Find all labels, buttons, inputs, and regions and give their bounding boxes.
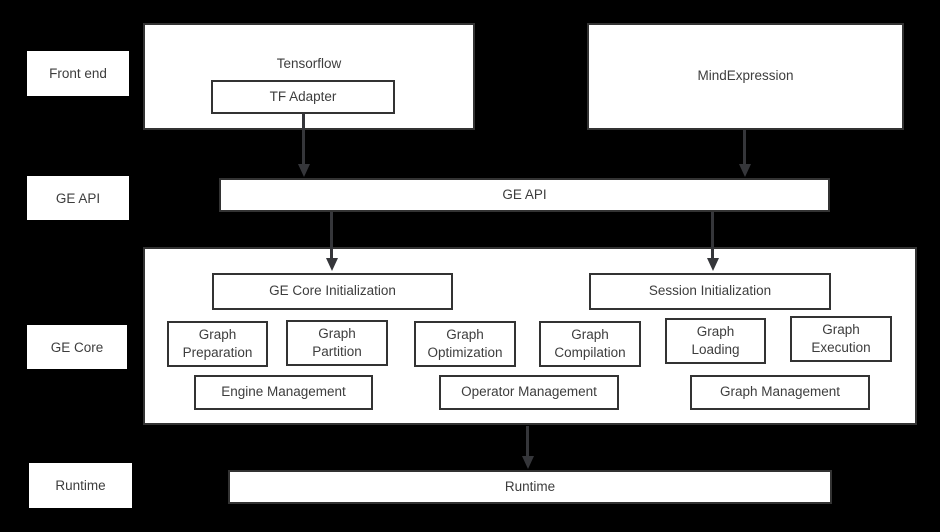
arrow-ge-api-to-session-initialization	[711, 212, 714, 258]
engine-management-box: Engine Management	[194, 375, 373, 410]
ge-core-initialization-box: GE Core Initialization	[212, 273, 453, 310]
graph-loading-box: Graph Loading	[665, 318, 766, 364]
graph-partition-box: Graph Partition	[286, 320, 388, 366]
tensorflow-label: Tensorflow	[276, 56, 342, 71]
runtime-bar: Runtime	[228, 470, 832, 504]
arrow-mindexpression-to-ge-api	[743, 130, 746, 164]
row-label-ge-api: GE API	[27, 176, 129, 220]
session-initialization-box: Session Initialization	[589, 273, 831, 310]
row-label-front-end: Front end	[27, 51, 129, 96]
arrow-ge-core-to-runtime	[526, 426, 529, 456]
graph-compilation-box: Graph Compilation	[539, 321, 641, 367]
tf-adapter-box: TF Adapter	[211, 80, 395, 114]
mindexpression-box: MindExpression	[587, 23, 904, 130]
ge-api-bar: GE API	[219, 178, 830, 212]
graph-management-box: Graph Management	[690, 375, 870, 410]
row-label-ge-core: GE Core	[27, 325, 127, 369]
row-label-runtime: Runtime	[29, 463, 132, 508]
graph-optimization-box: Graph Optimization	[414, 321, 516, 367]
graph-preparation-box: Graph Preparation	[167, 321, 268, 367]
arrow-ge-api-to-ge-core-initialization	[330, 212, 333, 258]
arrow-tf-adapter-to-ge-api	[302, 114, 305, 164]
operator-management-box: Operator Management	[439, 375, 619, 410]
graph-execution-box: Graph Execution	[790, 316, 892, 362]
